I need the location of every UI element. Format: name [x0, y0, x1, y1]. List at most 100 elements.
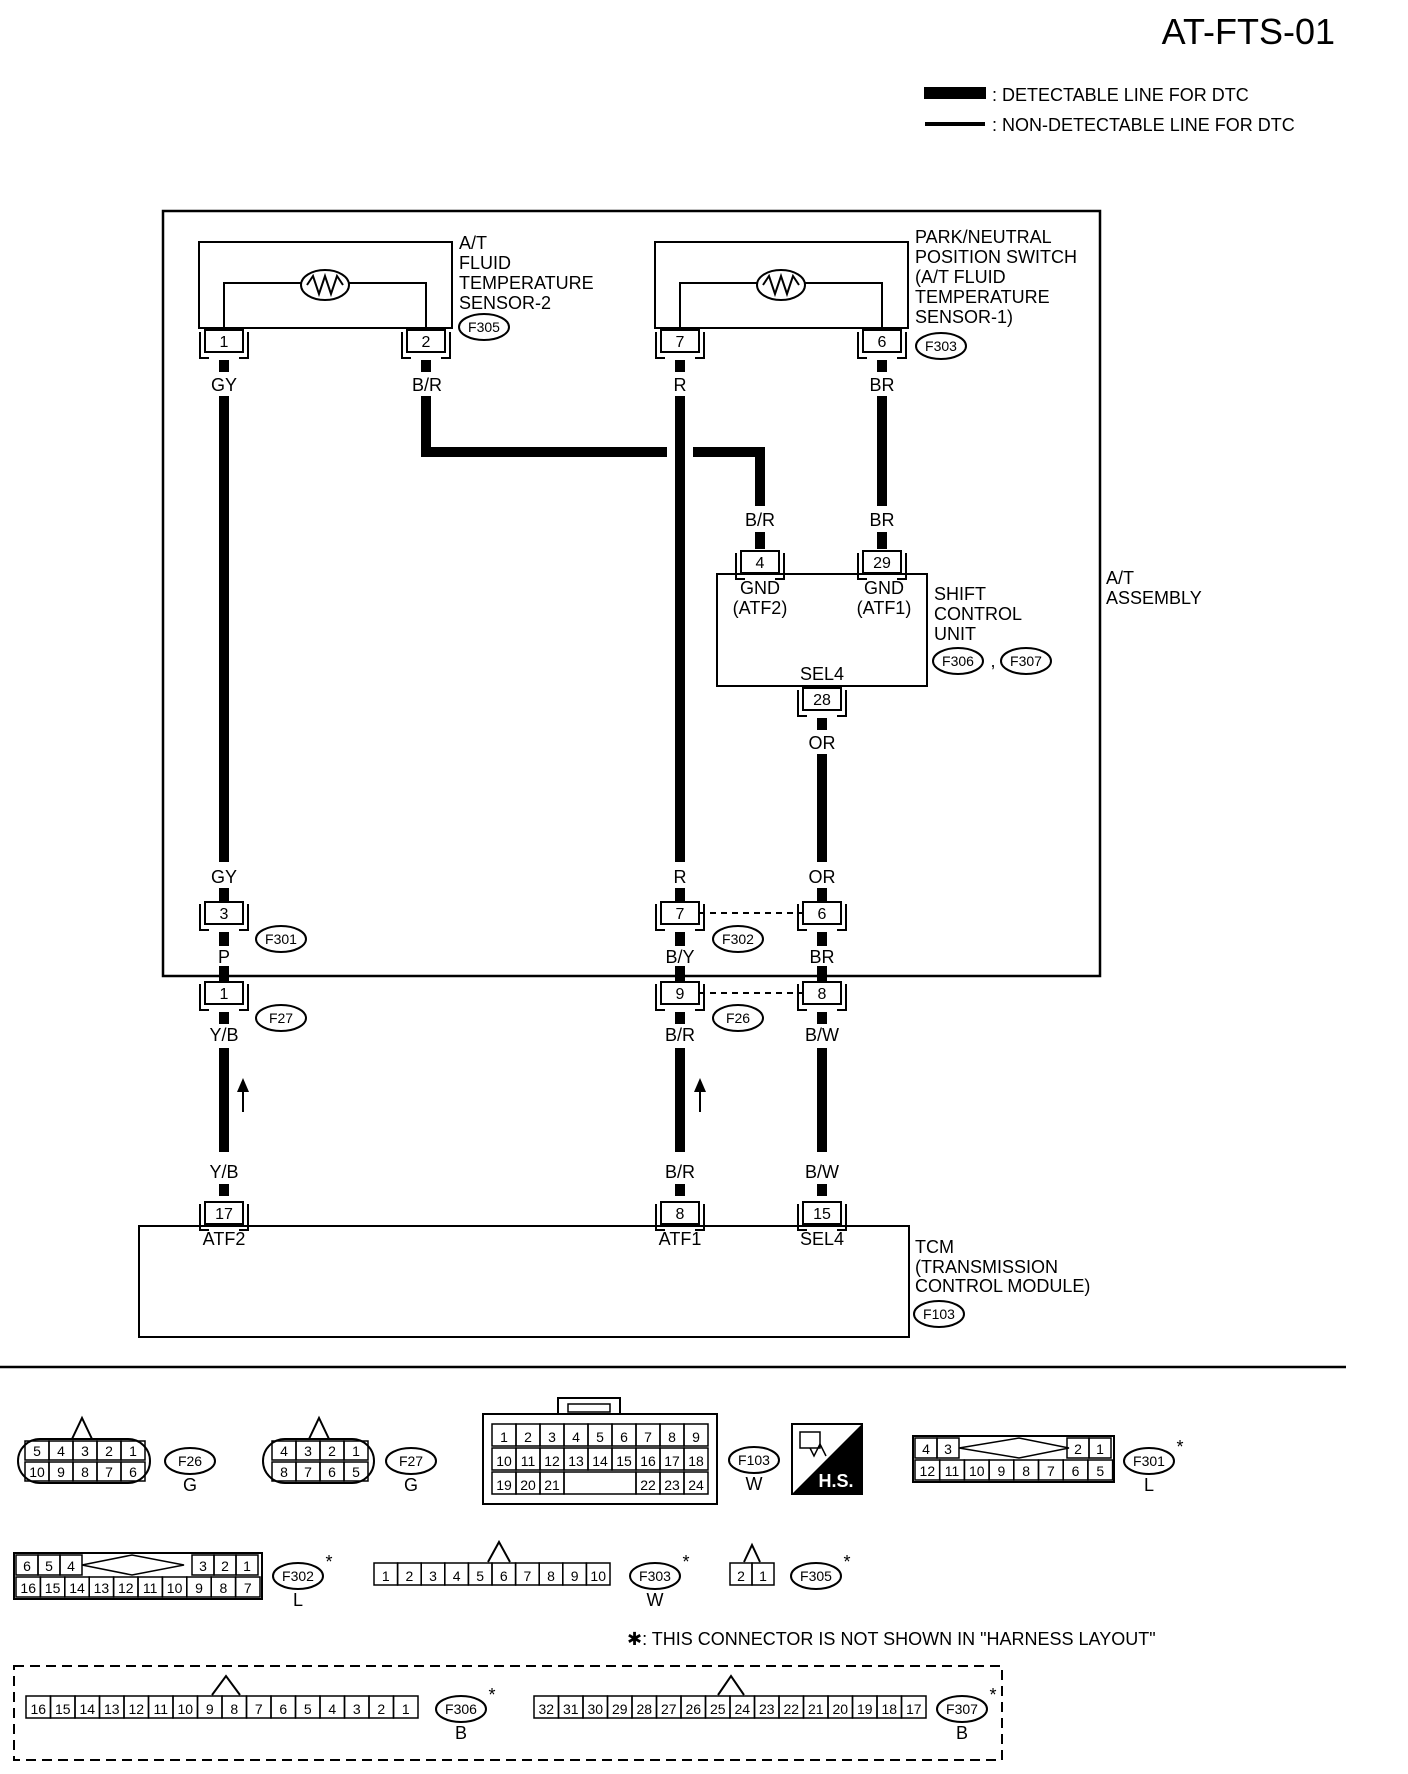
connector-view-id [385, 1447, 437, 1475]
pin-bracket [797, 1204, 807, 1231]
cell-number: 12 [544, 1453, 560, 1469]
pin-bracket [695, 1204, 705, 1231]
cell-number: 6 [328, 1464, 336, 1480]
cell-number: 28 [636, 1701, 652, 1717]
pin-number: 7 [676, 906, 685, 923]
cell-number: 15 [616, 1453, 632, 1469]
f301-key [958, 1437, 1070, 1459]
f103-blank [563, 1471, 637, 1495]
wire-color-label: P [218, 947, 230, 967]
cell-number: 7 [304, 1464, 312, 1480]
pin-number: 28 [813, 692, 831, 709]
pin-bracket [239, 1204, 249, 1231]
pin-bracket [239, 332, 249, 359]
pin-bracket [655, 904, 665, 931]
connector-id: F301 [1133, 1453, 1165, 1469]
cell-number: 10 [167, 1580, 183, 1596]
pin-number: 29 [873, 555, 891, 572]
wire-color-label: Y/B [209, 1025, 238, 1045]
f307-cell [900, 1695, 927, 1719]
connector-F27-label [255, 1004, 307, 1032]
cell-number: 21 [544, 1477, 560, 1493]
pin-number: 9 [676, 986, 685, 1003]
cell-number: 2 [105, 1443, 113, 1459]
connector-id: F302 [722, 931, 754, 947]
pin-number: 15 [813, 1206, 831, 1223]
scu-label: CONTROL [934, 604, 1022, 624]
f301-cell [1087, 1459, 1114, 1481]
pin-number: 3 [220, 906, 229, 923]
f302-cell [234, 1576, 261, 1598]
scu-label: UNIT [934, 624, 976, 644]
terminal-name: SEL4 [800, 664, 844, 684]
cell-number: 12 [118, 1580, 134, 1596]
hs-icon-label: H.S. [818, 1471, 853, 1491]
f103-cell [683, 1471, 709, 1495]
pin-bracket [401, 332, 411, 359]
signal-arrow-head [694, 1078, 706, 1092]
cell-number: 8 [668, 1429, 676, 1445]
cell-number: 17 [906, 1701, 922, 1717]
cell-number: 1 [759, 1568, 767, 1584]
cell-number: 1 [129, 1443, 137, 1459]
f305-cell [751, 1562, 775, 1586]
pin-number: 1 [220, 986, 229, 1003]
cell-number: 7 [105, 1464, 113, 1480]
sensor2-pin-2 [406, 329, 446, 353]
cell-number: 3 [548, 1429, 556, 1445]
hs-icon-glyph [799, 1431, 821, 1449]
cell-number: 25 [710, 1701, 726, 1717]
cell-number: 5 [304, 1701, 312, 1717]
connector-view-id [936, 1695, 988, 1723]
cell-number: 1 [1096, 1441, 1104, 1457]
terminal-name: GND [864, 578, 904, 598]
f303-cell [585, 1562, 611, 1586]
diagram-text: AT-FTS-01: DETECTABLE LINE FOR DTC: NON-… [20, 11, 1335, 1743]
star-mark: * [843, 1552, 850, 1572]
wire-br-slash [421, 396, 667, 457]
sensor2-label: TEMPERATURE [459, 273, 594, 293]
cell-number: 8 [1022, 1463, 1030, 1479]
hs-icon-glyph [809, 1442, 827, 1458]
pin-number: 6 [878, 334, 887, 351]
pin-bracket [199, 332, 209, 359]
cell-number: 7 [255, 1701, 263, 1717]
f302-key [81, 1554, 185, 1576]
comma: , [990, 651, 995, 671]
scu-label: SHIFT [934, 584, 986, 604]
wire-color-label: B/R [665, 1025, 695, 1045]
cell-number: 6 [500, 1568, 508, 1584]
cell-number: 5 [476, 1568, 484, 1584]
shift-control-unit-body [716, 573, 928, 687]
cell-number: 6 [1072, 1463, 1080, 1479]
footnote: ✱: THIS CONNECTOR IS NOT SHOWN IN "HARNE… [627, 1629, 1156, 1649]
wire-color-label: B/Y [665, 947, 694, 967]
f302-cell [235, 1554, 259, 1576]
pin-bracket [837, 1204, 847, 1231]
connector-color: W [746, 1474, 763, 1494]
pin-bracket [857, 553, 867, 580]
wire-color-label: Y/B [209, 1162, 238, 1182]
cell-number: 29 [612, 1701, 628, 1717]
connector-id: F307 [1010, 653, 1042, 669]
connector-id: F27 [399, 1453, 423, 1469]
wire-color-label: OR [809, 867, 836, 887]
cell-number: 6 [279, 1701, 287, 1717]
tcm-body [138, 1225, 910, 1338]
cell-number: 7 [644, 1429, 652, 1445]
connector-F306-label [932, 647, 984, 675]
cell-number: 4 [922, 1441, 930, 1457]
cell-number: 12 [128, 1701, 144, 1717]
cell-number: 9 [206, 1701, 214, 1717]
pnp-label: TEMPERATURE [915, 287, 1050, 307]
cell-number: 14 [69, 1580, 85, 1596]
pnp-label: POSITION SWITCH [915, 247, 1077, 267]
wire-br-slash [693, 447, 765, 506]
cell-number: 2 [377, 1701, 385, 1717]
pin-number: 6 [818, 906, 827, 923]
pin-number: 1 [220, 334, 229, 351]
pin-bracket [797, 690, 807, 717]
pin-bracket [199, 984, 209, 1011]
key-tab [211, 1674, 241, 1696]
connector-F103-label [913, 1300, 965, 1328]
